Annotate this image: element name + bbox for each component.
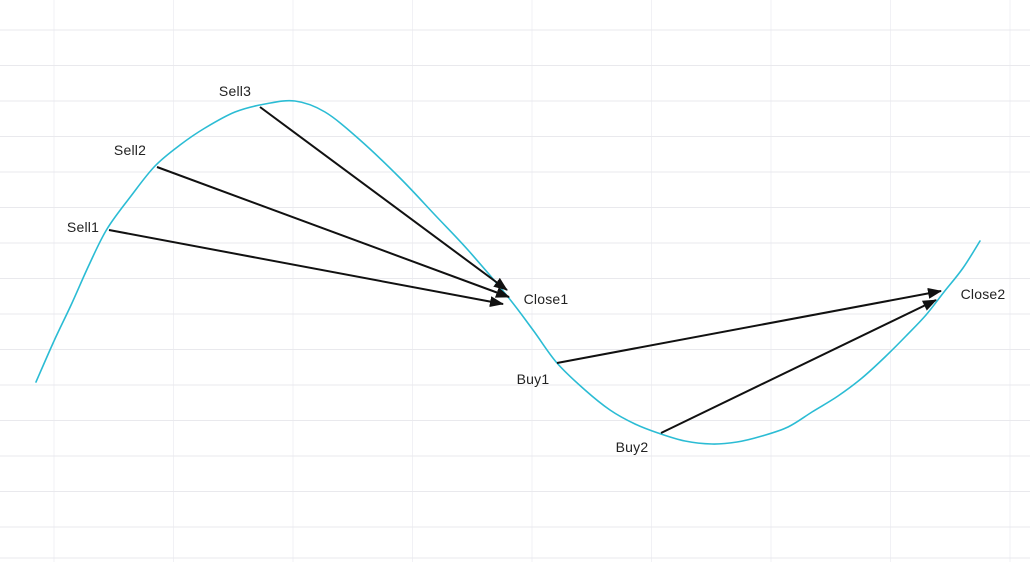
label-buy1: Buy1: [516, 371, 550, 387]
curve-layer: [35, 99, 981, 445]
arrow-buy1: [556, 287, 942, 364]
arrow-sell3: [259, 106, 508, 291]
label-sell1: Sell1: [66, 219, 100, 235]
label-close2: Close2: [960, 286, 1006, 302]
arrow-sell1: [108, 229, 504, 308]
arrow-sell2: [156, 166, 510, 298]
trade-arrows: [108, 106, 942, 434]
label-buy2: Buy2: [615, 439, 649, 455]
label-sell3: Sell3: [218, 83, 252, 99]
arrow-buy2: [660, 299, 937, 434]
label-close1: Close1: [523, 291, 569, 307]
label-sell2: Sell2: [113, 142, 147, 158]
price-curve: [35, 99, 981, 445]
